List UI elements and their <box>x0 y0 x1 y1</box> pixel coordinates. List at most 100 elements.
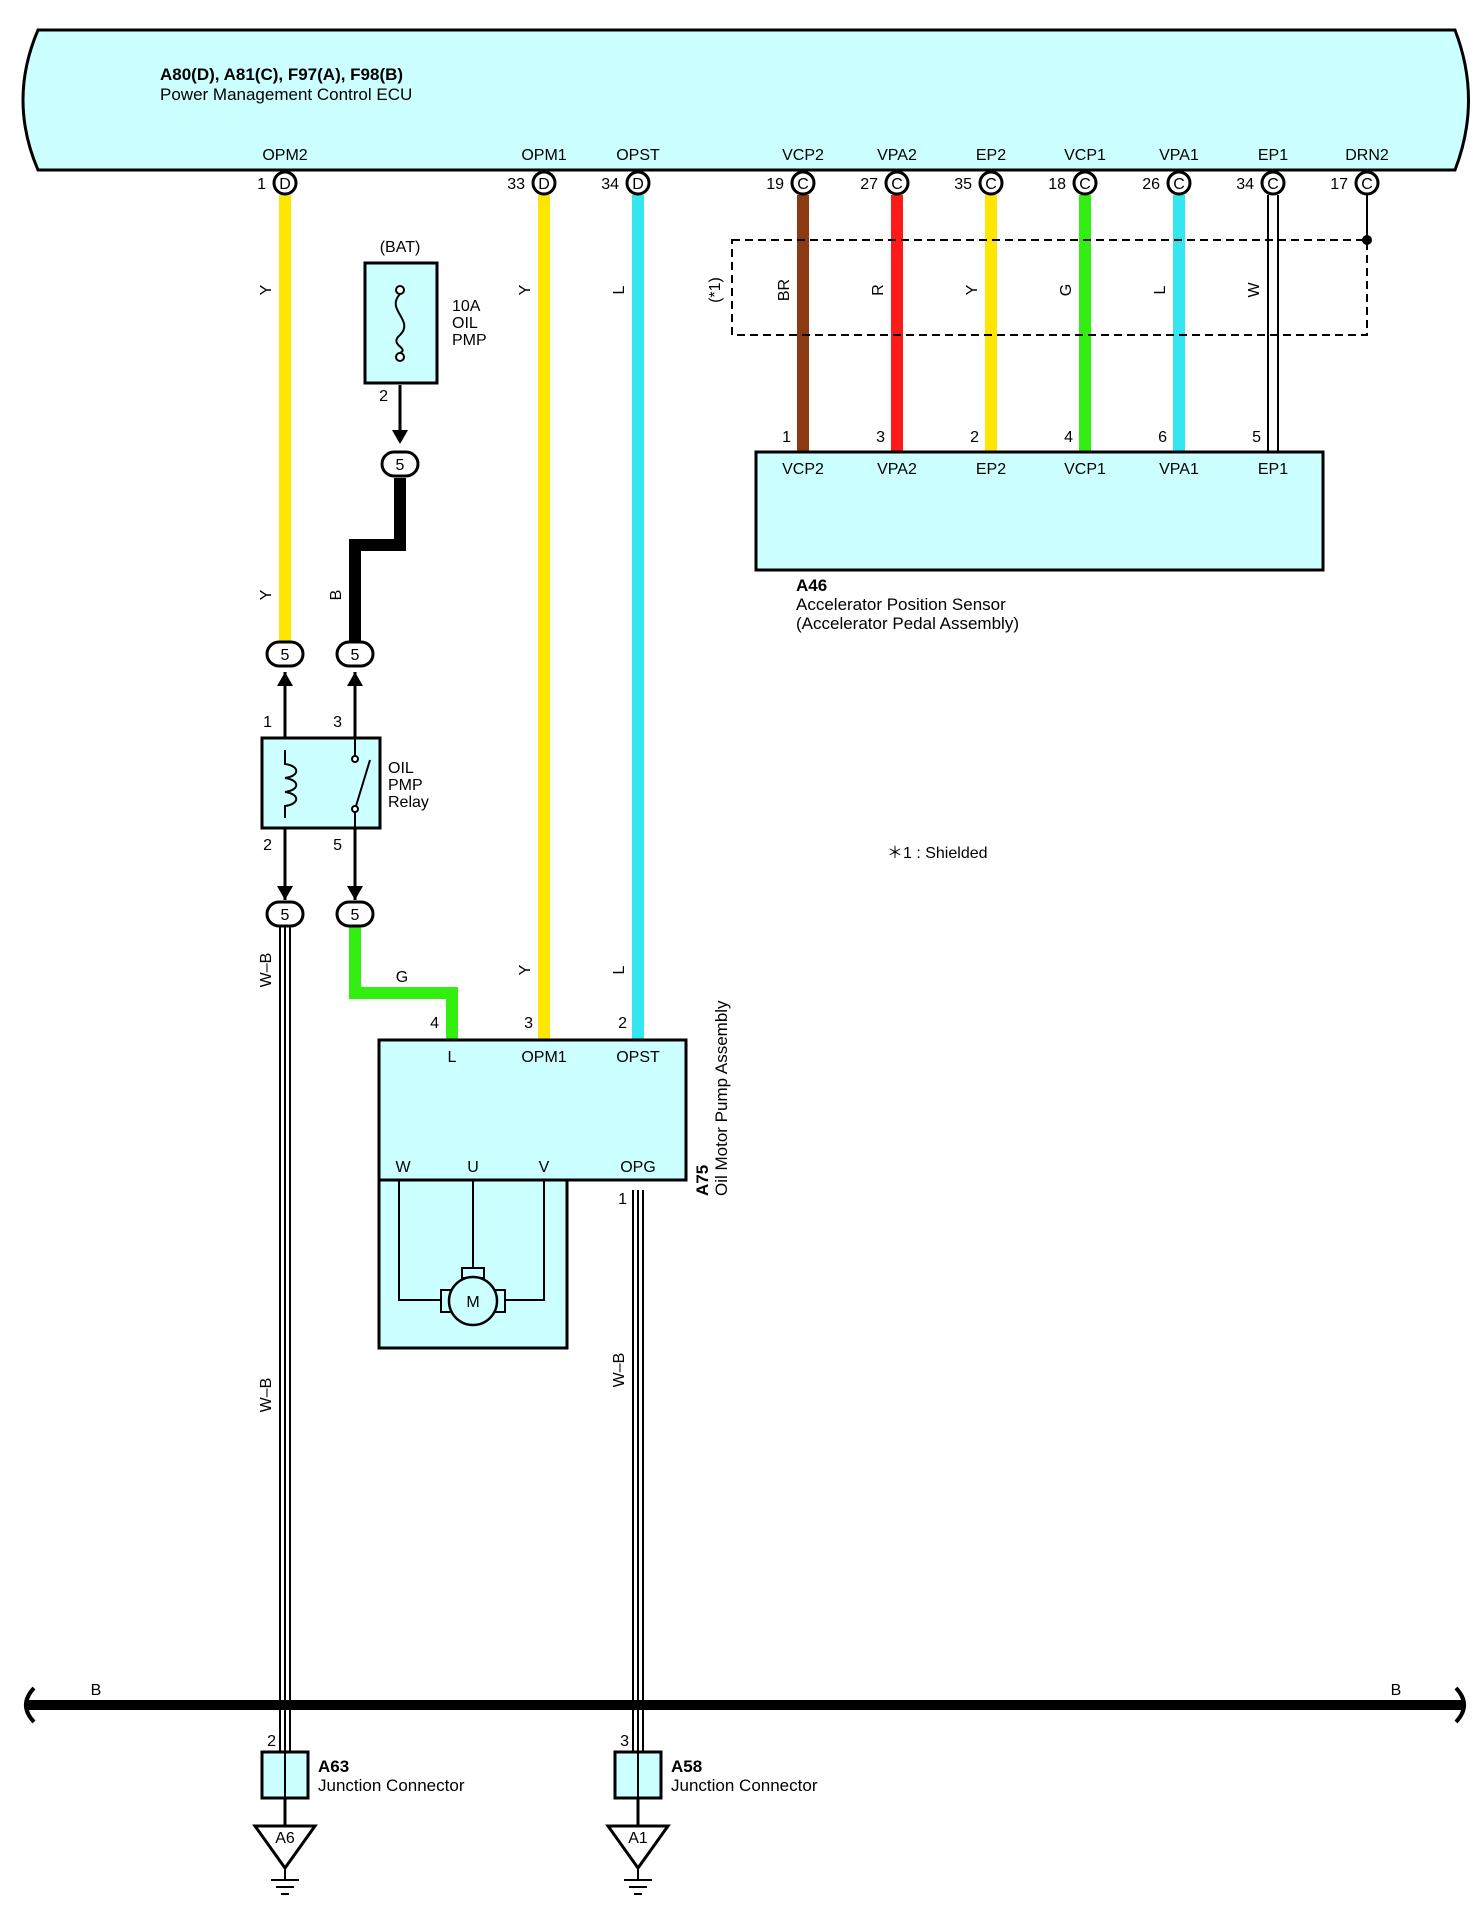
pump-name: Oil Motor Pump Assembly <box>712 1000 731 1196</box>
ecu-pin-connector <box>884 170 910 196</box>
wire-label-relay-out: G <box>396 969 408 986</box>
motor-icon: M <box>398 1180 545 1327</box>
motor-label: M <box>466 1294 479 1311</box>
sensor-name-1: Accelerator Position Sensor <box>796 595 1006 614</box>
bus-label-right: B <box>1391 1682 1402 1699</box>
junction-opm2-top: 5 <box>265 640 305 668</box>
pump-pin: 1 <box>618 1191 627 1208</box>
ecu-pin-connector <box>272 170 298 196</box>
arrow-down-icon <box>392 430 408 444</box>
ecu-pin-conn: D <box>632 176 644 193</box>
ecu-pin-number: 33 <box>507 176 525 193</box>
ecu-pin-terminal: EP1 <box>1258 147 1288 164</box>
sensor-pin-number: 5 <box>1252 429 1261 446</box>
junction-a63: 2 A63 Junction Connector A6 <box>252 1733 465 1895</box>
ecu-pin-number: 17 <box>1330 176 1348 193</box>
junctions: 5 5 5 5 5 <box>265 450 420 928</box>
junction-pin: 5 <box>351 907 360 924</box>
wire-label-vcp2: BR <box>776 279 793 301</box>
fuse: (BAT) 10A OIL PMP 2 <box>363 239 487 444</box>
fuse-name-1: OIL <box>452 315 478 332</box>
wire-label-fuse-out: B <box>328 590 345 601</box>
coil-icon <box>284 750 298 818</box>
a63-code: A63 <box>318 1757 349 1776</box>
junction-pin: 5 <box>281 907 290 924</box>
ecu-pin-conn: C <box>1079 176 1091 193</box>
pump-pin: 4 <box>430 1015 439 1032</box>
ground-bus: B B <box>24 1682 1466 1724</box>
pump-terminal-opst: OPST <box>616 1049 660 1066</box>
junction-pin: 5 <box>281 647 290 664</box>
wire-label-opm1: Y <box>517 284 534 295</box>
sensor-terminal: VCP2 <box>782 461 824 478</box>
relay-pin: 3 <box>333 714 342 731</box>
ecu-pin-conn: C <box>985 176 997 193</box>
ecu-pin-conn: C <box>891 176 903 193</box>
sensor-pin-number: 4 <box>1064 429 1073 446</box>
fuse-name-2: PMP <box>452 332 487 349</box>
ecu-pin-connector <box>1260 170 1286 196</box>
wire-label-opst-lower: L <box>611 965 628 974</box>
arrow-up-icon <box>347 672 363 686</box>
ecu-pin-connector <box>790 170 816 196</box>
pump-terminal-opg: OPG <box>620 1159 656 1176</box>
ecu-pin-terminal: OPM1 <box>521 147 566 164</box>
wire-label-vcp1: G <box>1058 284 1075 296</box>
ecu-pin-number: 19 <box>766 176 784 193</box>
junction-fuse: 5 <box>380 450 420 478</box>
junction-g-bottom: 5 <box>335 900 375 928</box>
a63-pin: 2 <box>267 1733 276 1750</box>
sensor-pin-number: 1 <box>782 429 791 446</box>
accelerator-sensor: 1 3 2 4 6 5 VCP2 VPA2 EP2 VCP1 VPA1 EP1 … <box>754 429 1325 633</box>
sensor-pin-number: 3 <box>876 429 885 446</box>
pump-terminal-u: U <box>467 1159 479 1176</box>
relay-name-1: OIL <box>388 760 414 777</box>
a63-name: Junction Connector <box>318 1776 465 1795</box>
ecu-pin-terminal: DRN2 <box>1345 147 1389 164</box>
ecu-pin-number: 26 <box>1142 176 1160 193</box>
fuse-rating: 10A <box>452 298 481 315</box>
junction-pin: 5 <box>351 647 360 664</box>
a58-code: A58 <box>671 1757 702 1776</box>
relay: 1 3 2 5 OIL PMP Relay <box>260 714 429 854</box>
junction-a58: 3 A58 Junction Connector A1 <box>605 1733 818 1895</box>
ecu-pin-connector <box>978 170 1004 196</box>
ground-icon <box>252 1824 318 1871</box>
ecu-pin-conn: D <box>538 176 550 193</box>
relay-box <box>260 736 382 830</box>
shield-note: ＊1 : Shielded <box>887 845 988 862</box>
wire-label-opm2-lower: Y <box>258 589 275 600</box>
pump-terminal-v: V <box>539 1159 550 1176</box>
junction-b-top: 5 <box>335 640 375 668</box>
sensor-box <box>754 450 1325 572</box>
pump-pin: 3 <box>524 1015 533 1032</box>
oil-pump-assembly: 4 3 2 L OPM1 OPST W U V OPG 1 M A75 Oil … <box>377 1000 731 1350</box>
bus-label-left: B <box>91 1682 102 1699</box>
arrow-down-icon <box>347 886 363 900</box>
a58-name: Junction Connector <box>671 1776 818 1795</box>
ecu-pin-number: 34 <box>601 176 619 193</box>
ecu-pin-number: 18 <box>1048 176 1066 193</box>
wire-label-ground-left-1: W–B <box>258 953 275 988</box>
fuse-source: (BAT) <box>380 239 421 256</box>
fuse-pin: 2 <box>379 388 388 405</box>
sensor-terminal: EP1 <box>1258 461 1288 478</box>
junction-ground-bottom: 5 <box>265 900 305 928</box>
wire-label-opst: L <box>611 285 628 294</box>
ecu-pin-connector <box>1072 170 1098 196</box>
ecu-pin-terminal: VPA2 <box>877 147 917 164</box>
ecu-pin-conn: C <box>1361 176 1373 193</box>
a58-ground: A1 <box>628 1830 648 1847</box>
wire-label-opm1-lower: Y <box>517 964 534 975</box>
relay-pin: 5 <box>333 837 342 854</box>
sensor-name-2: (Accelerator Pedal Assembly) <box>796 614 1019 633</box>
relay-name-2: PMP <box>388 777 423 794</box>
ecu-pin-terminal: EP2 <box>976 147 1006 164</box>
drain-dot <box>1362 235 1372 245</box>
wires <box>279 195 1372 1752</box>
sensor-terminal: VPA2 <box>877 461 917 478</box>
ecu-code: A80(D), A81(C), F97(A), F98(B) <box>160 65 403 84</box>
sensor-terminal: VPA1 <box>1159 461 1199 478</box>
ecu-pin-number: 27 <box>860 176 878 193</box>
fuse-icon <box>394 285 406 362</box>
